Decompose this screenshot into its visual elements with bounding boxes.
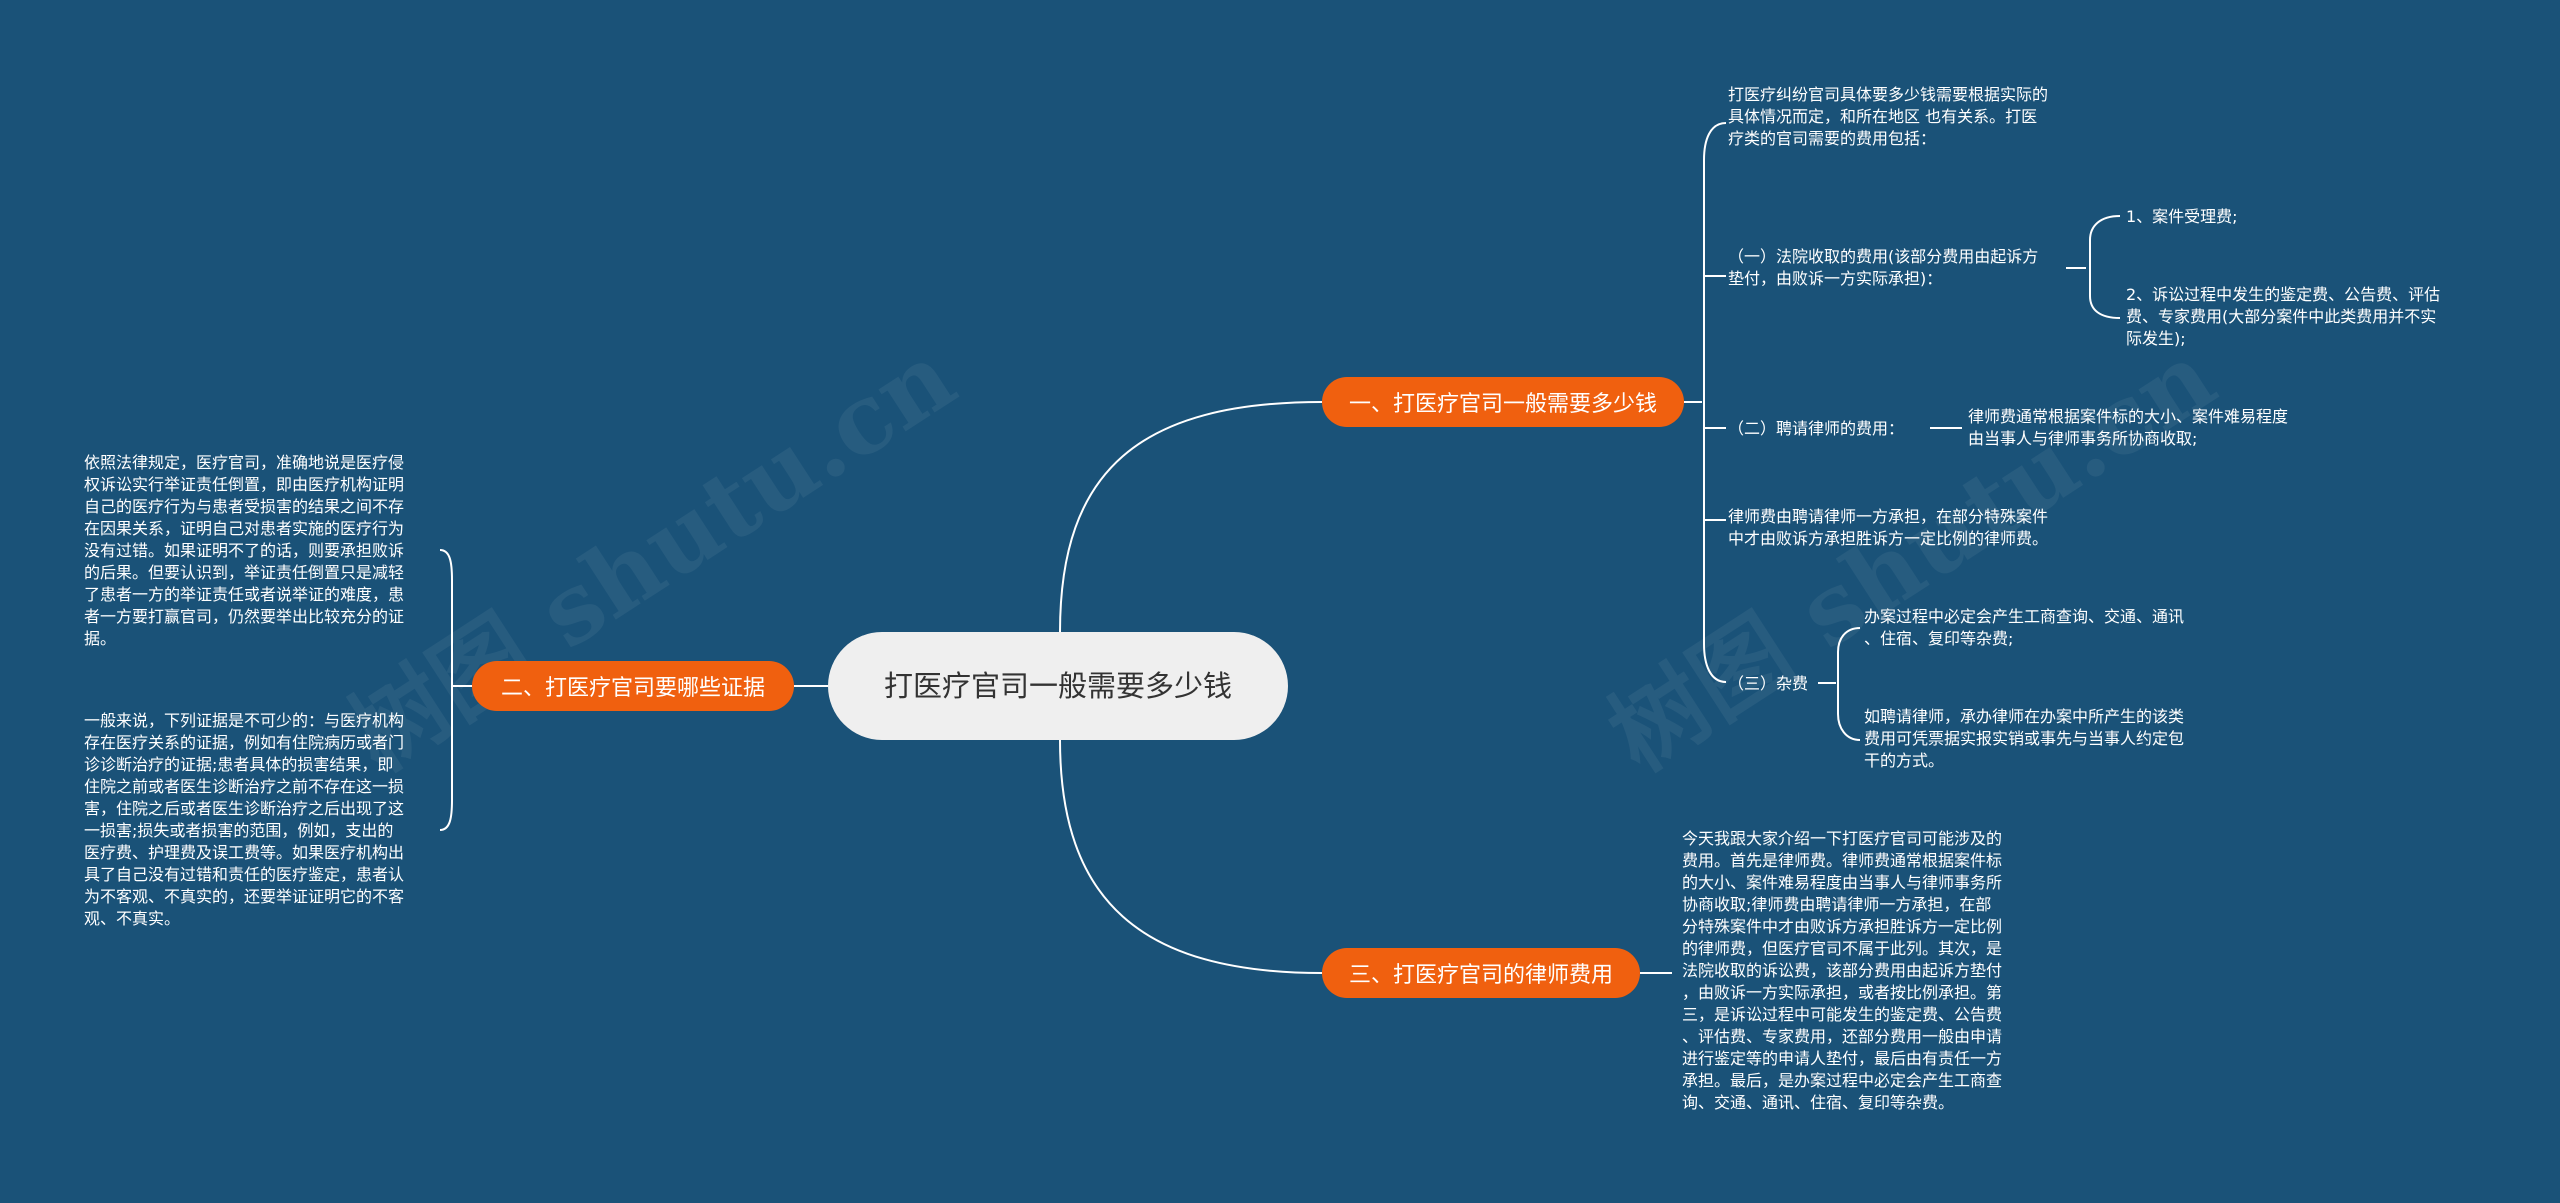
line-root-b1	[1059, 401, 1323, 633]
b2-evidence-text-1: 依照法律规定，医疗官司，准确地说是医疗侵 权诉讼实行举证责任倒置，即由医疗机构证…	[84, 453, 405, 648]
branch-cost: 一、打医疗官司一般需要多少钱	[1322, 377, 1684, 427]
b1-court-fee-text: （一）法院收取的费用(该部分费用由起诉方 垫付，由败诉一方实际承担)：	[1728, 247, 2039, 288]
b1-intro-text: 打医疗纠纷官司具体要多少钱需要根据实际的 具体情况而定，和所在地区 也有关系。打…	[1728, 85, 2049, 148]
b1-misc-fee-item-2: 如聘请律师，承办律师在办案中所产生的该类 费用可凭票据实报实销或事先与当事人约定…	[1864, 707, 2185, 770]
b2-evidence-text-2: 一般来说，下列证据是不可少的：与医疗机构 存在医疗关系的证据，例如有住院病历或者…	[84, 711, 405, 928]
b1-misc-fee-item-1: 办案过程中必定会产生工商查询、交通、通讯 、住宿、复印等杂费;	[1864, 607, 2185, 648]
b1-court-fee-item-1: 1、案件受理费;	[2126, 207, 2238, 226]
line-root-b3	[1059, 739, 1323, 974]
bracket-misc	[1837, 627, 1861, 741]
b1-lawyer-fee-note: 律师费由聘请律师一方承担，在部分特殊案件 中才由败诉方承担胜诉方一定比例的律师费…	[1728, 507, 2049, 548]
branch-evidence: 二、打医疗官司要哪些证据	[472, 661, 794, 711]
b1-court-fee-item-2: 2、诉讼过程中发生的鉴定费、公告费、评估 费、专家费用(大部分案件中此类费用并不…	[2126, 285, 2441, 348]
b1-lawyer-fee-detail: 律师费通常根据案件标的大小、案件难易程度 由当事人与律师事务所协商收取;	[1968, 407, 2289, 448]
b1-misc-fee-text: （三）杂费	[1728, 674, 1809, 693]
root-topic: 打医疗官司一般需要多少钱	[828, 632, 1288, 740]
bracket-b1	[1703, 122, 1727, 683]
b1-lawyer-fee-text: （二）聘请律师的费用：	[1728, 419, 1905, 438]
bracket-b2	[439, 549, 453, 831]
bracket-court	[2089, 215, 2121, 319]
branch-lawyer-fee: 三、打医疗官司的律师费用	[1322, 948, 1640, 998]
b3-lawyer-cost-text: 今天我跟大家介绍一下打医疗官司可能涉及的 费用。首先是律师费。律师费通常根据案件…	[1682, 829, 2003, 1112]
